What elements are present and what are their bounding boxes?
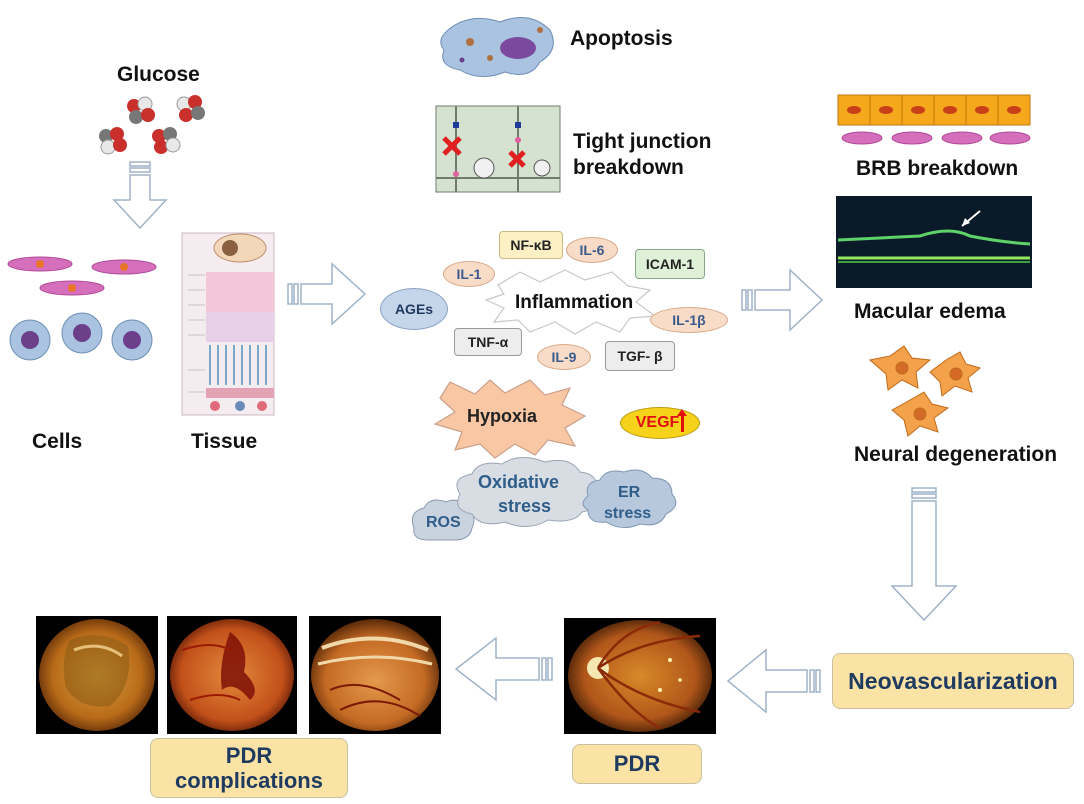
brb-label: BRB breakdown	[856, 157, 1019, 180]
apoptosis-cell-icon	[440, 17, 554, 77]
er-stress-label-1: ER	[618, 484, 641, 501]
glucose-molecules-icon	[99, 95, 205, 155]
tight-junction-label-2: breakdown	[573, 156, 684, 179]
oxidative-stress-label-2: stress	[498, 496, 552, 516]
hypoxia-burst-shape	[433, 379, 587, 459]
il1b-pill: IL-1β	[650, 307, 728, 333]
endothelial-cells-icon	[7, 256, 157, 296]
arrow-right-tissue	[287, 262, 367, 326]
tissue-label: Tissue	[191, 430, 258, 453]
il9-pill: IL-9	[537, 344, 591, 370]
inflammation-burst-shape	[484, 269, 657, 335]
fundus-photo-complication-1	[36, 616, 158, 734]
vegf-label: VEGF	[635, 414, 680, 431]
glucose-label: Glucose	[117, 63, 200, 86]
arrow-left-neovascularization	[726, 648, 821, 714]
oct-scan-image	[836, 196, 1032, 288]
ros-label: ROS	[426, 514, 461, 531]
neovascularization-box: Neovascularization	[832, 653, 1074, 709]
arrow-down-glucose	[112, 161, 168, 230]
er-stress-label-2: stress	[604, 505, 652, 522]
er-cloud-shape	[582, 469, 677, 528]
neural-degeneration-label: Neural degeneration	[854, 443, 1058, 466]
retina-tissue-illustration	[181, 232, 275, 416]
tgfb-pill: TGF- β	[605, 341, 675, 371]
tight-junction-label-1: Tight junction	[573, 130, 712, 153]
cells-label: Cells	[32, 430, 83, 453]
hypoxia-label: Hypoxia	[467, 406, 538, 426]
neurons-icon	[868, 345, 982, 437]
glial-cells-icon	[9, 312, 153, 361]
il1-pill: IL-1	[443, 261, 495, 287]
oxidative-stress-label-1: Oxidative	[478, 472, 560, 492]
pdr-box: PDR	[572, 744, 702, 784]
inflammation-label: Inflammation	[515, 292, 634, 313]
tnfa-pill: TNF-α	[454, 328, 522, 356]
arrow-down-neural	[890, 487, 958, 622]
vegf-up-arrow-icon	[677, 409, 688, 432]
pdr-complications-box: PDR complications	[150, 738, 348, 798]
vegf-pill: VEGF	[620, 407, 700, 439]
arrow-left-pdr	[454, 636, 553, 702]
il6-pill: IL-6	[566, 237, 618, 263]
fundus-photo-pdr	[564, 618, 716, 734]
nfkb-pill: NF-κB	[499, 231, 563, 259]
pdr-complications-line-2: complications	[175, 768, 323, 793]
fundus-photo-complication-3	[309, 616, 441, 734]
ages-pill: AGEs	[380, 288, 448, 330]
icam1-pill: ICAM-1	[635, 249, 705, 279]
fundus-photo-complication-2	[167, 616, 297, 734]
brb-illustration	[837, 94, 1031, 145]
pdr-complications-line-1: PDR	[225, 742, 273, 768]
apoptosis-label: Apoptosis	[570, 27, 673, 50]
macular-edema-label: Macular edema	[854, 300, 1006, 323]
arrow-right-center	[741, 268, 824, 332]
tight-junction-illustration	[435, 105, 561, 193]
